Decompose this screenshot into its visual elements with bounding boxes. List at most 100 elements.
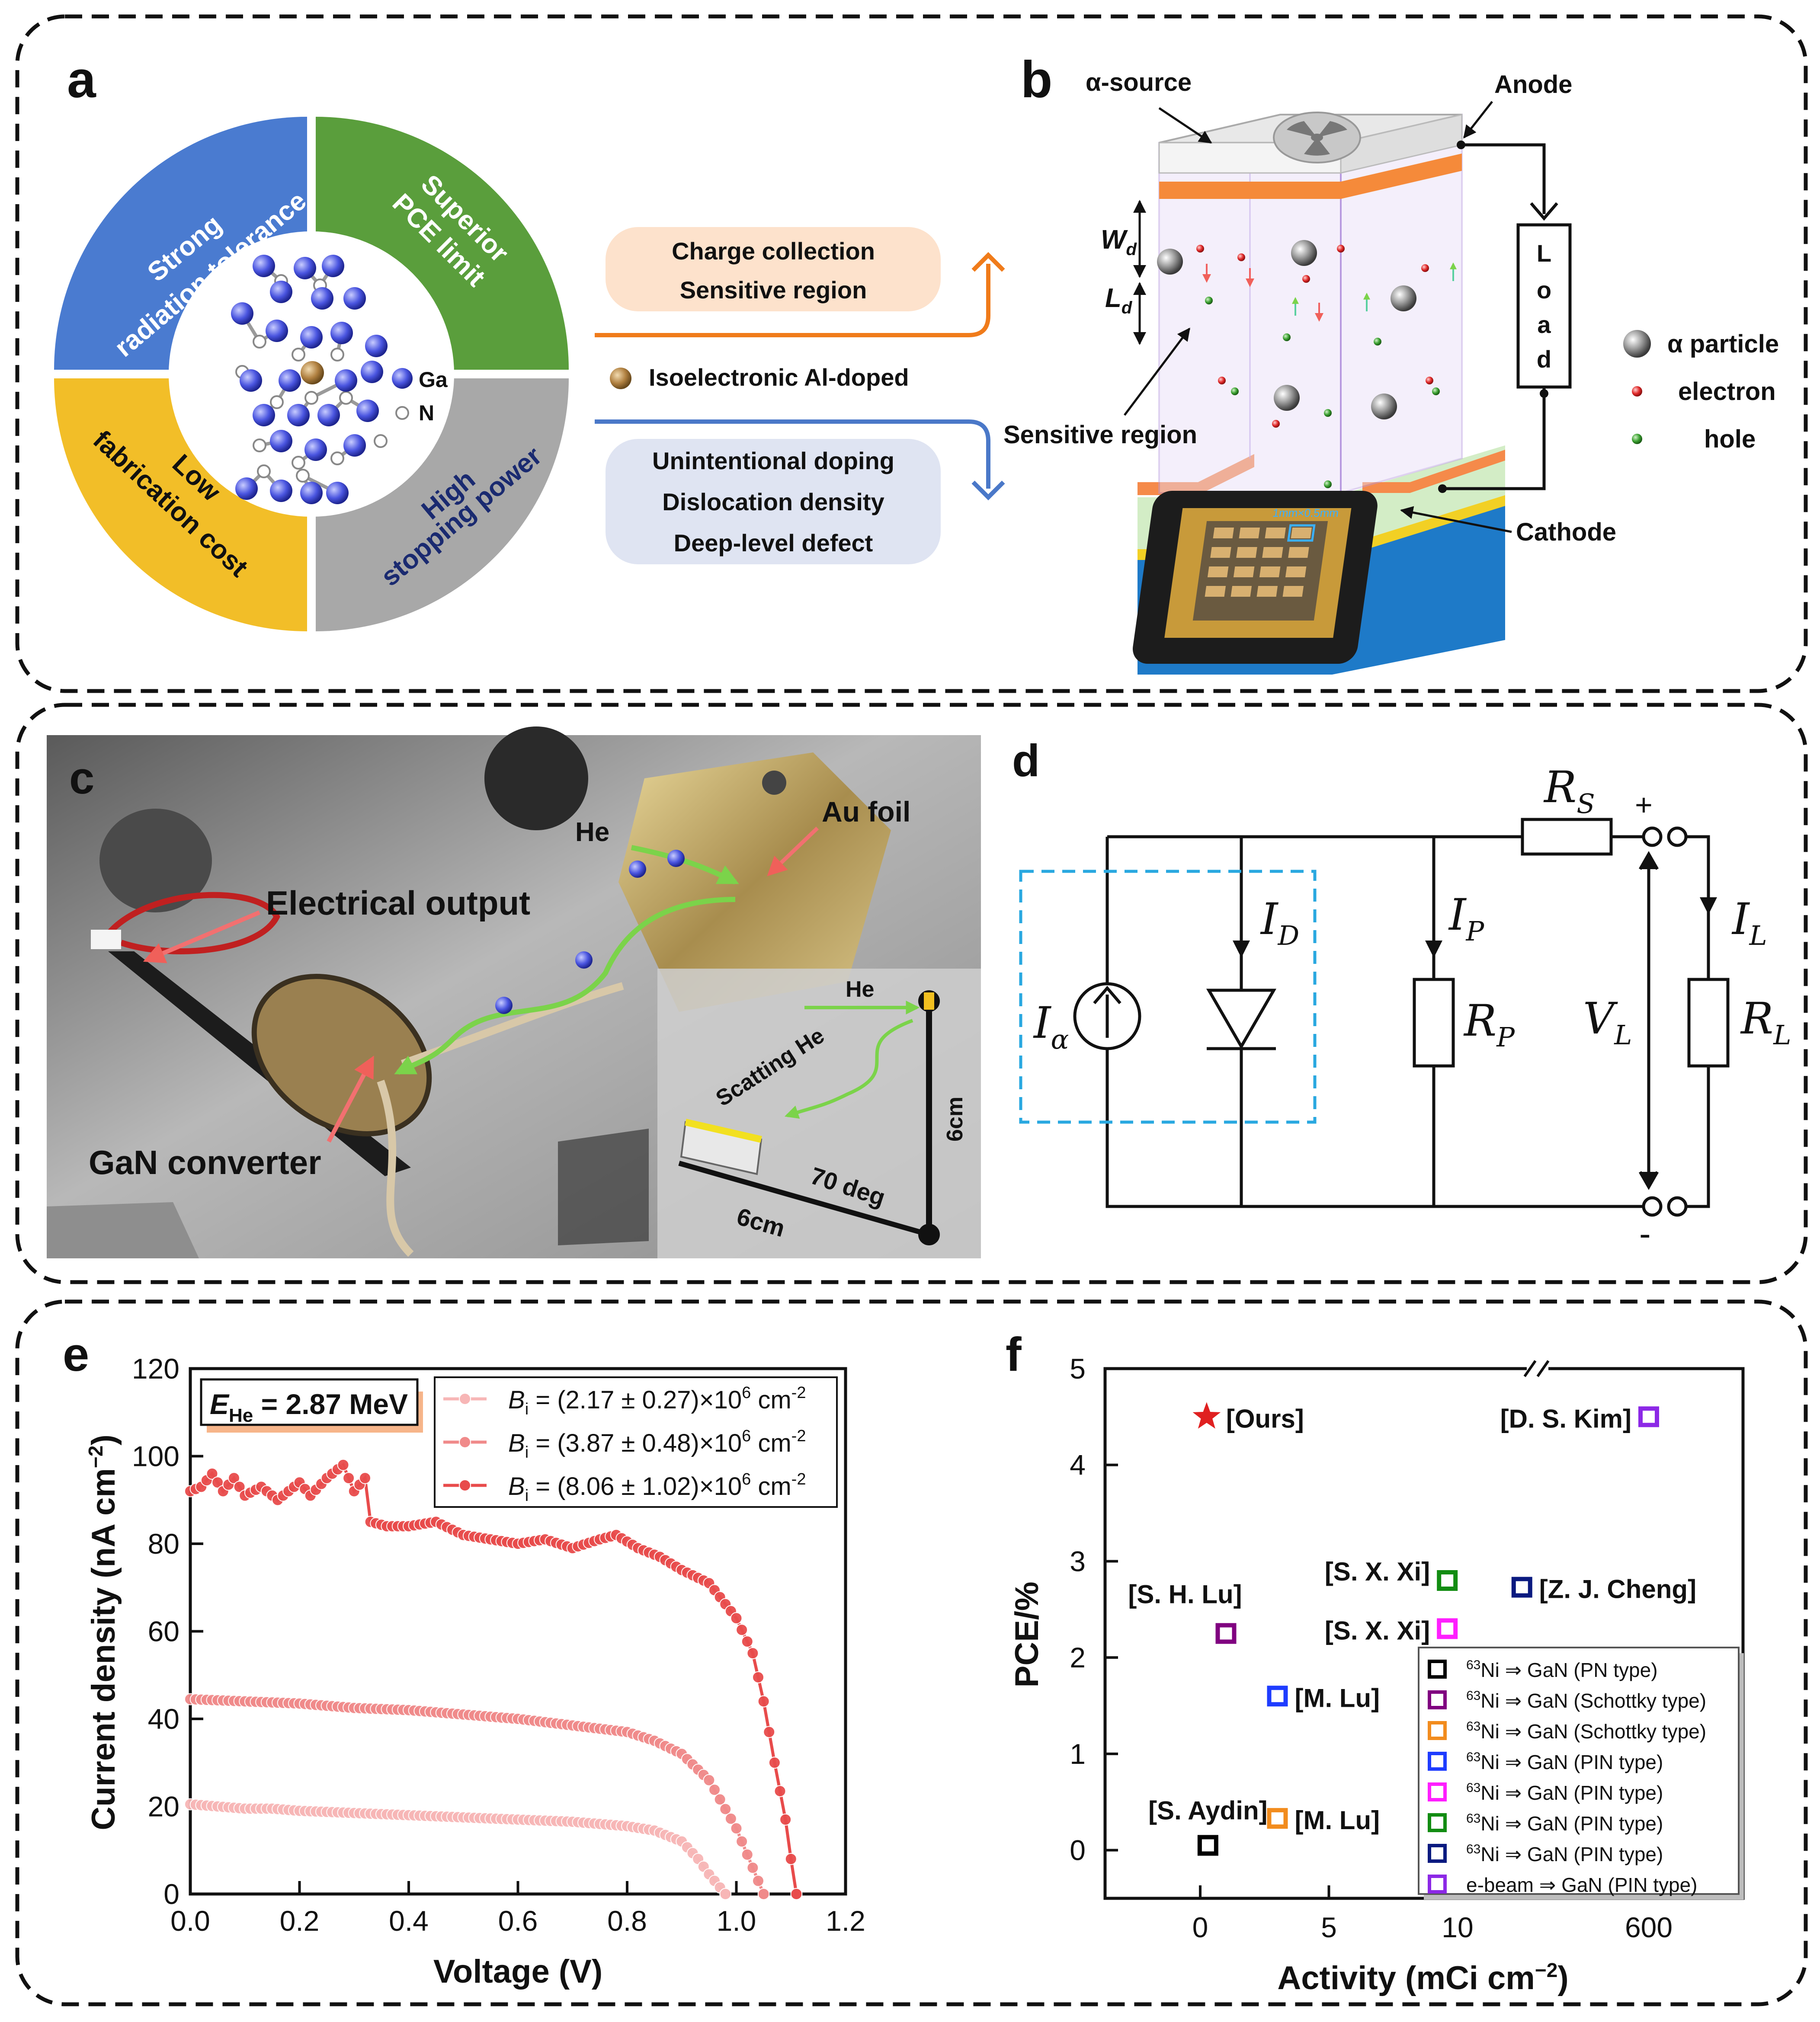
legend-label-6: 63Ni ⇒ GaN (PIN type) [1466, 1811, 1663, 1835]
legend-marker-3 [459, 1479, 471, 1491]
point-marker-square [1215, 1623, 1237, 1644]
y-axis-label: Current density (nA cm−2) [84, 1434, 122, 1830]
terminal-plus-1 [1642, 826, 1663, 847]
series-point-2 [741, 1848, 753, 1861]
ga-atom [235, 477, 258, 500]
y-tick-label: 120 [132, 1353, 179, 1385]
il-arrow [1700, 897, 1717, 915]
he-trajectories [394, 845, 739, 1075]
series-point-3 [228, 1472, 240, 1485]
series-point-3 [206, 1468, 218, 1480]
point-marker-square [1437, 1570, 1458, 1591]
point-label: [Ours] [1226, 1404, 1304, 1433]
n-atom [339, 391, 353, 405]
terminal-plus-2 [1667, 826, 1688, 847]
chip-photo: 1mm×0.5mm [1133, 491, 1378, 664]
legend-box [1418, 1647, 1740, 1895]
alpha-source-pointer [1158, 107, 1212, 144]
y-tick-label: 2 [1070, 1641, 1086, 1673]
legend-label-7: 63Ni ⇒ GaN (PIN type) [1466, 1842, 1663, 1865]
inset-pivot [918, 1224, 940, 1245]
series-point-2 [714, 1793, 726, 1806]
series-line-3 [189, 1462, 798, 1894]
cathode-right [1362, 450, 1505, 493]
hole [1283, 333, 1291, 341]
electron [1421, 264, 1429, 272]
legend-label-1: 63Ni ⇒ GaN (PN type) [1466, 1658, 1658, 1681]
point-marker-square [1437, 1618, 1458, 1639]
panel-a-letter: a [67, 51, 96, 109]
n-atom [292, 456, 305, 470]
panel-f-letter: f [1006, 1328, 1022, 1381]
lower-box-line-3: Deep-level defect [674, 529, 873, 557]
cathode-wire [1442, 387, 1546, 490]
electron [1337, 245, 1345, 253]
point-label: [M. Lu] [1295, 1806, 1380, 1835]
inset-horizontal-arm [678, 1161, 930, 1237]
ga-atom [311, 287, 333, 310]
wire-rl-bottom [1686, 1066, 1710, 1208]
y-tick-label: 4 [1070, 1449, 1086, 1481]
energy-label: EHe = 2.87 MeV [210, 1388, 408, 1426]
point-label: [S. Aydin] [1148, 1796, 1268, 1825]
y-tick-label: 60 [148, 1616, 179, 1648]
series-point-3 [337, 1459, 349, 1471]
diode-triangle [1206, 989, 1277, 1050]
panel-c-letter: c [69, 753, 94, 803]
hole [1324, 480, 1332, 488]
lower-arrow-head [971, 480, 1005, 501]
ga-atom [343, 287, 366, 310]
n-atom [253, 438, 266, 452]
point-label: [D. S. Kim] [1500, 1404, 1631, 1433]
inset-scatter-path [784, 1019, 913, 1119]
series-point-1 [719, 1888, 732, 1900]
upper-box [606, 227, 941, 311]
legend-label-1: Bi = (2.17 ± 0.27)×106 cm-2 [508, 1384, 806, 1418]
load-current-arrow [1530, 202, 1558, 221]
hole [1205, 297, 1213, 304]
ga-atom [326, 482, 349, 504]
n-atom [292, 348, 305, 362]
legend-label-2: 63Ni ⇒ GaN (Schottky type) [1466, 1689, 1706, 1712]
ga-atom [270, 480, 292, 502]
cathode-terminal [1438, 484, 1447, 493]
ga-atom [294, 257, 316, 279]
id-arrow [1233, 941, 1250, 958]
energy-label-box [200, 1378, 419, 1426]
x-tick-label: 1.2 [826, 1905, 865, 1937]
terminal-minus-1 [1642, 1196, 1663, 1217]
ga-atom [266, 320, 288, 342]
legend-alpha-label: α particle [1667, 330, 1779, 358]
series-point-3 [752, 1671, 764, 1683]
cathode-left [1138, 454, 1254, 495]
point-marker-square [1267, 1808, 1288, 1829]
x-tick-label: 0 [1192, 1911, 1208, 1943]
axis-break-mark [1536, 1360, 1550, 1377]
point-label: [S. X. Xi] [1325, 1616, 1430, 1645]
ip-arrow [1425, 941, 1442, 958]
ga-atom [300, 482, 323, 504]
electrical-output-pointer [143, 910, 260, 963]
upper-box-line-2: Sensitive region [680, 276, 867, 304]
series-point-3 [757, 1695, 770, 1708]
resistor-rl [1687, 978, 1730, 1068]
legend-label-2: Bi = (3.87 ± 0.48)×106 cm-2 [508, 1427, 806, 1462]
electron [1196, 245, 1204, 253]
cathode-label: Cathode [1516, 518, 1616, 546]
alpha-particle [1291, 240, 1317, 266]
ga-atom [287, 404, 310, 426]
resistor-rs [1521, 818, 1613, 856]
load-letter-1: L [1537, 240, 1551, 267]
legend-ga-marker [392, 368, 413, 389]
panel-ab-frame [15, 14, 1808, 693]
electron [1272, 420, 1280, 428]
panel-e-letter: e [63, 1328, 89, 1381]
load-letter-3: a [1537, 311, 1551, 338]
legend-marker-4 [1428, 1752, 1447, 1771]
upper-box-line-1: Charge collection [672, 237, 875, 265]
inset-he-label: He [846, 977, 874, 1002]
photo-red-wire [96, 892, 280, 954]
minus-label: - [1639, 1214, 1651, 1253]
y-tick-label: 5 [1070, 1353, 1086, 1385]
au-foil-pointer [767, 826, 819, 877]
